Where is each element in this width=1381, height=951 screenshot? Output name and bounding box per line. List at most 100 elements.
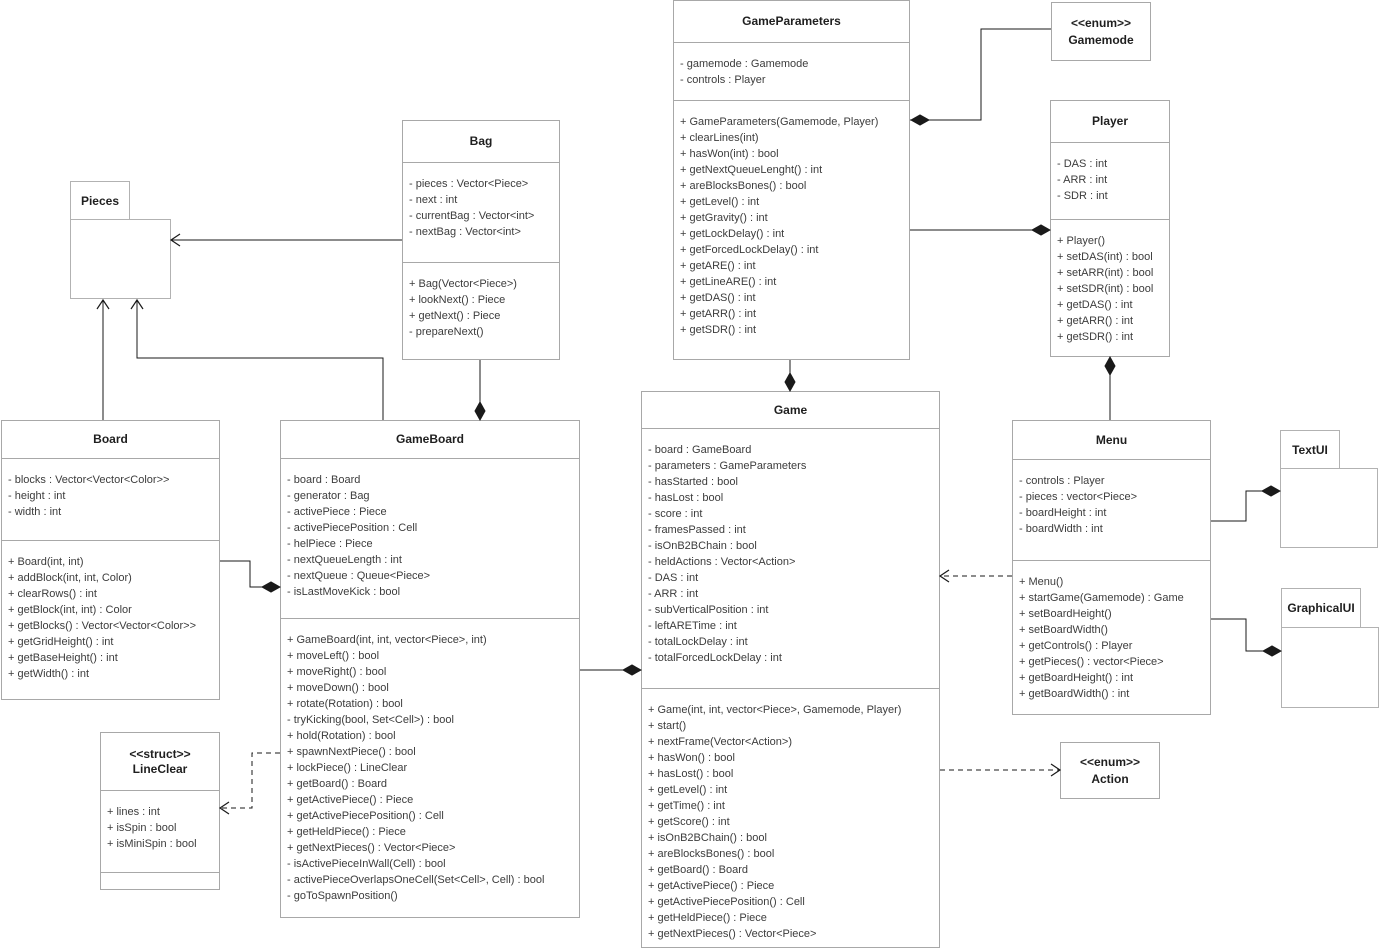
member-line: + getLevel() : int bbox=[648, 784, 728, 796]
member-line: - framesPassed : int bbox=[648, 524, 746, 536]
member-line: + isMiniSpin : bool bbox=[107, 838, 197, 850]
class-gameboard: GameBoard - board : Board- generator : B… bbox=[280, 420, 580, 918]
member-line: + setSDR(int) : bool bbox=[1057, 283, 1154, 295]
member-line: - nextQueue : Queue<Piece> bbox=[287, 570, 431, 582]
edge-gameparameters-player-composition bbox=[910, 224, 1052, 236]
edge-bag-pieces-association bbox=[169, 233, 402, 247]
member-line: + getActivePiece() : Piece bbox=[648, 880, 775, 892]
methods-compartment: + Menu()+ startGame(Gamemode) : Game+ se… bbox=[1013, 561, 1210, 714]
class-stereotype: <<struct>> bbox=[129, 746, 191, 761]
member-line: + getLineARE() : int bbox=[680, 276, 777, 288]
member-line: + moveRight() : bool bbox=[287, 666, 387, 678]
member-line: + GameParameters(Gamemode, Player) bbox=[680, 116, 879, 128]
package-name: GraphicalUI bbox=[1287, 601, 1355, 615]
enum-name: Action bbox=[1091, 771, 1129, 786]
class-title: Menu bbox=[1013, 421, 1210, 460]
member-line: - parameters : GameParameters bbox=[648, 460, 807, 472]
member-line: + start() bbox=[648, 720, 687, 732]
package-name: TextUI bbox=[1292, 442, 1328, 457]
member-line: - pieces : vector<Piece> bbox=[1019, 491, 1138, 503]
class-title: Bag bbox=[403, 121, 559, 163]
member-line: + hasWon() : bool bbox=[648, 752, 735, 764]
edge-game-action-dependency bbox=[940, 763, 1062, 777]
member-line: + nextFrame(Vector<Action>) bbox=[648, 736, 792, 748]
class-name: Player bbox=[1091, 114, 1129, 128]
member-line: - tryKicking(bool, Set<Cell>) : bool bbox=[287, 714, 454, 726]
class-title: Player bbox=[1051, 101, 1169, 143]
member-line: + hasLost() : bool bbox=[648, 768, 734, 780]
edge-menu-game-dependency bbox=[938, 569, 1012, 583]
member-line: - boardHeight : int bbox=[1019, 507, 1107, 519]
member-line: + Board(int, int) bbox=[8, 556, 84, 568]
member-line: + getARR() : int bbox=[1057, 315, 1134, 327]
member-line: + setBoardHeight() bbox=[1019, 608, 1112, 620]
member-line: - boardWidth : int bbox=[1019, 523, 1103, 535]
attributes-compartment: + lines : int+ isSpin : bool+ isMiniSpin… bbox=[101, 791, 219, 873]
member-line: + getARR() : int bbox=[680, 308, 757, 320]
member-line: + Bag(Vector<Piece>) bbox=[409, 278, 517, 290]
package-tab: GraphicalUI bbox=[1281, 588, 1361, 628]
member-line: + getScore() : int bbox=[648, 816, 730, 828]
member-line: + getActivePiece() : Piece bbox=[287, 794, 414, 806]
member-line: + Player() bbox=[1057, 235, 1105, 247]
package-body bbox=[70, 219, 171, 299]
member-line: + spawnNextPiece() : bool bbox=[287, 746, 416, 758]
class-board: Board - blocks : Vector<Vector<Color>>- … bbox=[1, 420, 220, 700]
member-line: + isOnB2BChain() : bool bbox=[648, 832, 767, 844]
member-line: + getSDR() : int bbox=[1057, 331, 1134, 343]
member-line: + getActivePiecePosition() : Cell bbox=[287, 810, 444, 822]
class-bag: Bag - pieces : Vector<Piece> - next : int… bbox=[402, 120, 560, 360]
member-line: + areBlocksBones() : bool bbox=[680, 180, 807, 192]
member-line: + isSpin : bool bbox=[107, 822, 177, 834]
class-game: Game - board : GameBoard- parameters : G… bbox=[641, 391, 940, 948]
attributes-compartment: - board : GameBoard- parameters : GamePa… bbox=[642, 429, 939, 689]
member-line: - blocks : Vector<Vector<Color>> bbox=[8, 474, 170, 486]
member-line: - prepareNext() bbox=[409, 326, 484, 338]
member-line: + startGame(Gamemode) : Game bbox=[1019, 592, 1184, 604]
member-line: + lookNext() : Piece bbox=[409, 294, 506, 306]
enum-stereotype: <<enum>> bbox=[1079, 754, 1141, 769]
member-line: + getNextPieces() : Vector<Piece> bbox=[287, 842, 456, 854]
edge-gameboard-lineclear-dependency bbox=[218, 752, 280, 815]
member-line: + getTime() : int bbox=[648, 800, 725, 812]
member-line: - isLastMoveKick : bool bbox=[287, 586, 401, 598]
class-name: Menu bbox=[1095, 432, 1128, 447]
member-line: + Game(int, int, vector<Piece>, Gamemode… bbox=[648, 704, 902, 716]
member-line: + getDAS() : int bbox=[680, 292, 756, 304]
enum-gamemode: <<enum>> Gamemode bbox=[1051, 2, 1151, 61]
member-line: - totalLockDelay : int bbox=[648, 636, 748, 648]
member-line: + getGridHeight() : int bbox=[8, 636, 114, 648]
enum-stereotype: <<enum>> bbox=[1070, 15, 1132, 30]
member-line: - score : int bbox=[648, 508, 703, 520]
member-line: - pieces : Vector<Piece> bbox=[409, 178, 529, 190]
member-line: + GameBoard(int, int, vector<Piece>, int… bbox=[287, 634, 487, 646]
member-line: + getBaseHeight() : int bbox=[8, 652, 118, 664]
member-line: + hasWon(int) : bool bbox=[680, 148, 779, 160]
member-line: + setBoardWidth() bbox=[1019, 624, 1108, 636]
package-body bbox=[1280, 468, 1378, 548]
member-line: + getNext() : Piece bbox=[409, 310, 501, 322]
class-gameparameters: GameParameters - gamemode : Gamemode- co… bbox=[673, 0, 910, 360]
class-title: Board bbox=[2, 421, 219, 459]
member-line: + moveLeft() : bool bbox=[287, 650, 380, 662]
class-name: GameParameters bbox=[742, 14, 841, 28]
package-body bbox=[1281, 627, 1379, 708]
member-line: + setARR(int) : bool bbox=[1057, 267, 1154, 279]
member-line: + getBoard() : Board bbox=[648, 864, 748, 876]
member-line: - controls : Player bbox=[680, 74, 766, 86]
class-title: GameBoard bbox=[281, 421, 579, 459]
edge-board-pieces-association bbox=[96, 298, 110, 420]
class-name: GameBoard bbox=[395, 432, 465, 446]
member-line: - leftARETime : int bbox=[648, 620, 737, 632]
edge-gameparameters-game-composition bbox=[784, 360, 796, 393]
member-line: - isActivePieceInWall(Cell) : bool bbox=[287, 858, 446, 870]
edge-menu-graphicalui-composition bbox=[1211, 618, 1283, 657]
member-line: - next : int bbox=[409, 194, 458, 206]
member-line: + addBlock(int, int, Color) bbox=[8, 572, 132, 584]
member-line: + hold(Rotation) : bool bbox=[287, 730, 396, 742]
edge-player-menu-composition bbox=[1104, 355, 1116, 420]
member-line: + moveDown() : bool bbox=[287, 682, 389, 694]
member-line: - helPiece : Piece bbox=[287, 538, 373, 550]
methods-compartment: + Bag(Vector<Piece>) + lookNext() : Piece… bbox=[403, 263, 559, 359]
